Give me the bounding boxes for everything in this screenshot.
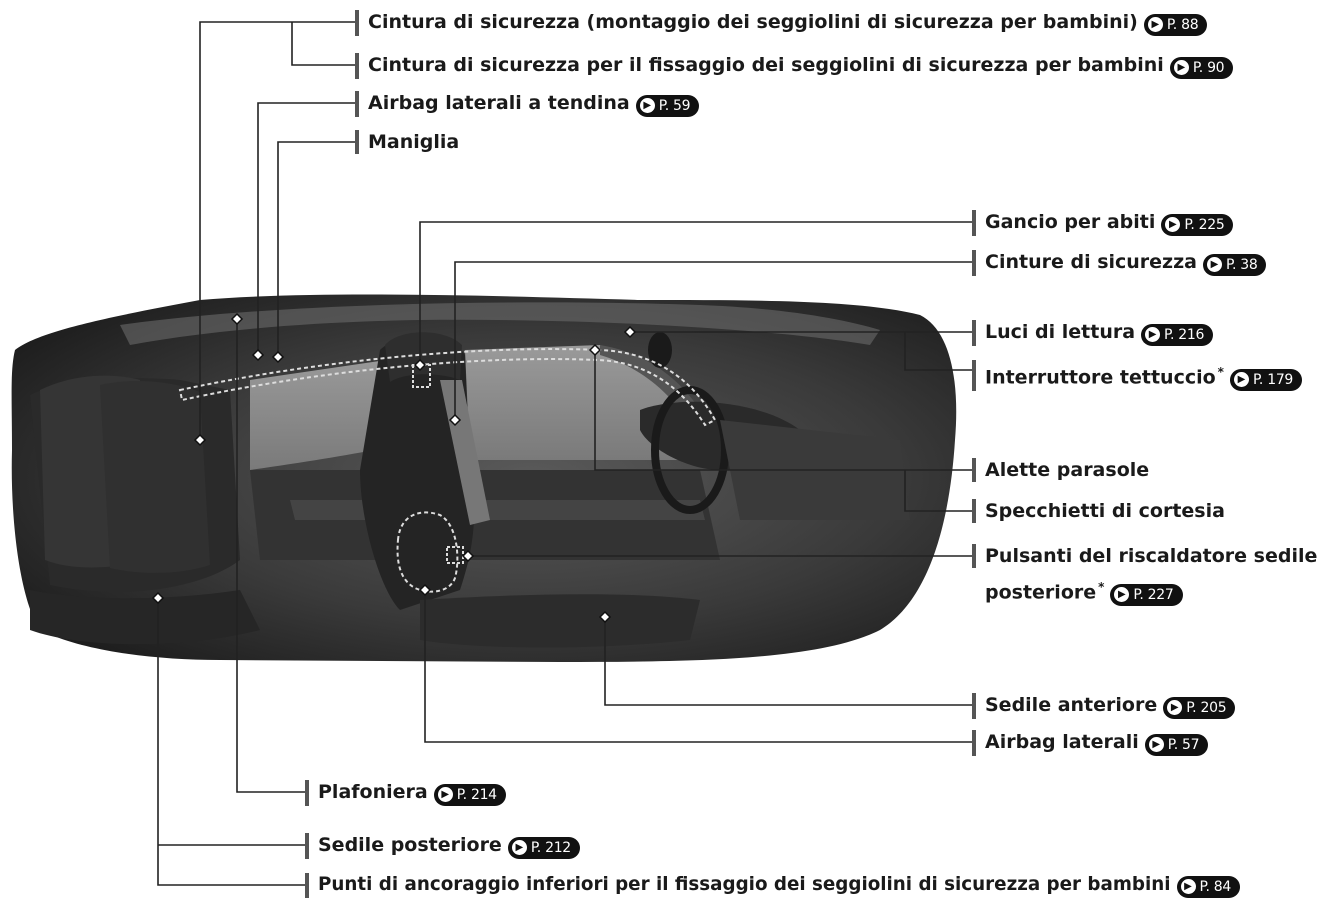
- label-cinture: Cinture di sicurezza▶P. 38: [972, 250, 1267, 276]
- right-arrow-icon: ▶: [1148, 737, 1164, 752]
- right-arrow-icon: ▶: [1207, 257, 1222, 272]
- label-luci: Luci di lettura▶P. 216: [972, 320, 1214, 346]
- label-sedile-anteriore: Sedile anteriore▶P. 205: [972, 693, 1236, 719]
- page-ref-badge[interactable]: ▶P. 205: [1163, 696, 1236, 719]
- right-arrow-icon: ▶: [1147, 17, 1163, 32]
- right-arrow-icon: ▶: [437, 787, 453, 802]
- label-plafoniera: Plafoniera▶P. 214: [305, 780, 506, 806]
- hook-box: [412, 364, 431, 388]
- label-interruttore: Interruttore tettuccio*▶P. 179: [972, 360, 1303, 391]
- page-ref-badge[interactable]: ▶P. 90: [1169, 56, 1234, 79]
- page-ref-badge[interactable]: ▶P. 214: [433, 783, 506, 806]
- right-arrow-icon: ▶: [1173, 60, 1189, 75]
- page-ref-badge[interactable]: ▶P. 84: [1176, 875, 1241, 898]
- page-ref-badge[interactable]: ▶P. 38: [1203, 253, 1267, 276]
- right-arrow-icon: ▶: [1180, 879, 1196, 894]
- page-ref-badge[interactable]: ▶P. 225: [1161, 213, 1234, 236]
- label-cintura-fissaggio: Cintura di sicurezza per il fissaggio de…: [355, 53, 1234, 79]
- right-arrow-icon: ▶: [639, 98, 655, 113]
- heater-button-box: [446, 546, 464, 564]
- side-airbag-outline: [396, 511, 459, 593]
- label-pulsanti: Pulsanti del riscaldatore sedile: [972, 544, 1317, 568]
- diamond-marker-icons: [151, 312, 637, 624]
- label-specchietti: Specchietti di cortesia: [972, 499, 1225, 523]
- page-ref-badge[interactable]: ▶P. 216: [1141, 323, 1214, 346]
- right-arrow-icon: ▶: [1114, 587, 1130, 603]
- asterisk-mark: *: [1098, 580, 1105, 594]
- right-arrow-icon: ▶: [1165, 217, 1181, 232]
- page-ref-badge[interactable]: ▶P. 57: [1144, 733, 1209, 756]
- page-ref-badge[interactable]: ▶P. 227: [1110, 583, 1183, 606]
- right-arrow-icon: ▶: [511, 840, 527, 855]
- label-pulsanti-line2: posteriore*▶P. 227: [972, 575, 1183, 606]
- label-alette: Alette parasole: [972, 458, 1149, 482]
- page-ref-badge[interactable]: ▶P. 212: [507, 836, 580, 859]
- page-ref-badge[interactable]: ▶P. 179: [1229, 368, 1303, 391]
- right-arrow-icon: ▶: [1167, 700, 1183, 715]
- right-arrow-icon: ▶: [1233, 372, 1249, 388]
- label-airbag-laterali: Airbag laterali▶P. 57: [972, 730, 1209, 756]
- asterisk-mark: *: [1217, 365, 1224, 379]
- label-cintura-montaggio: Cintura di sicurezza (montaggio dei segg…: [355, 10, 1208, 36]
- leader-lines: [157, 21, 972, 886]
- label-gancio: Gancio per abiti▶P. 225: [972, 210, 1234, 236]
- label-maniglia: Maniglia: [355, 130, 459, 154]
- page-ref-badge[interactable]: ▶P. 59: [635, 94, 700, 117]
- label-sedile-posteriore: Sedile posteriore▶P. 212: [305, 833, 580, 859]
- label-punti-ancoraggio: Punti di ancoraggio inferiori per il fis…: [305, 873, 1241, 898]
- label-airbag-tendina: Airbag laterali a tendina▶P. 59: [355, 91, 700, 117]
- page-ref-badge[interactable]: ▶P. 88: [1143, 13, 1208, 36]
- right-arrow-icon: ▶: [1145, 327, 1161, 342]
- curtain-airbag-outline: [178, 348, 717, 427]
